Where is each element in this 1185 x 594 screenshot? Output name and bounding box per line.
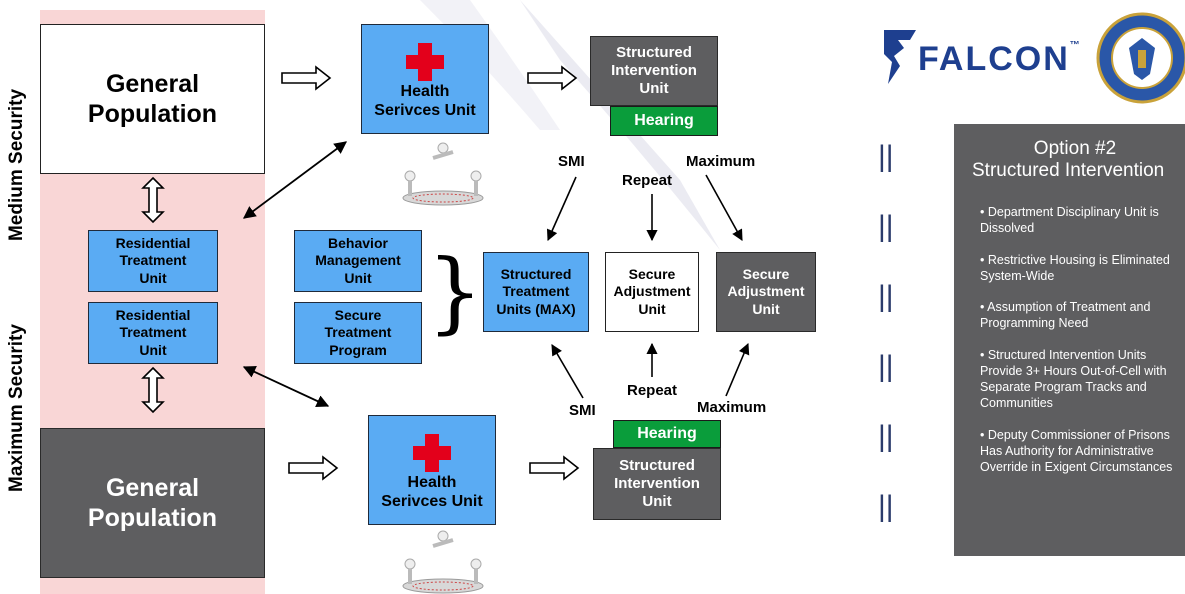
siu-bottom-line2: Intervention	[614, 474, 700, 492]
falcon-bird-icon	[884, 30, 916, 84]
separator-2: ||	[878, 210, 894, 243]
secure-adjustment-unit-dark: Secure Adjustment Unit	[716, 252, 816, 332]
separator-6: ||	[878, 490, 894, 523]
stu-line1: Structured	[500, 266, 572, 283]
health-services-unit-bottom: Health Serivces Unit	[368, 415, 496, 525]
smi-label-top: SMI	[558, 153, 585, 170]
hearing-badge-bottom: Hearing	[613, 420, 721, 448]
residential-treatment-unit-1: Residential Treatment Unit	[88, 230, 218, 292]
behavior-management-unit: Behavior Management Unit	[294, 230, 422, 292]
structured-treatment-units-max: Structured Treatment Units (MAX)	[483, 252, 589, 332]
separator-3: ||	[878, 280, 894, 313]
rtu2-line1: Residential	[115, 307, 191, 324]
hsu-top-line2: Serivces Unit	[374, 102, 476, 120]
siu-top-line1: Structured	[616, 43, 692, 61]
maximum-label-top: Maximum	[686, 153, 756, 170]
structured-intervention-unit-bottom: Structured Intervention Unit	[593, 448, 721, 520]
repeat-label-top: Repeat	[622, 172, 673, 189]
option-bullet: • Structured Intervention Units Provide …	[980, 347, 1167, 411]
bmu-line3: Unit	[344, 269, 372, 286]
rtu2-line2: Treatment	[119, 324, 187, 341]
massachusetts-doc-seal	[1096, 12, 1185, 104]
general-population-top: General Population	[40, 24, 265, 174]
rtu2-line3: Unit	[139, 341, 167, 358]
siu-top-line2: Intervention	[611, 61, 697, 79]
bmu-line1: Behavior	[328, 235, 388, 252]
stp-line3: Program	[329, 341, 387, 358]
stu-line3: Units (MAX)	[496, 300, 576, 317]
stp-line1: Secure	[334, 307, 382, 324]
gp-bottom-line1: General	[105, 473, 200, 502]
sau-white-line3: Unit	[638, 300, 666, 317]
rtu1-line2: Treatment	[119, 252, 187, 269]
grouping-brace: }	[427, 240, 483, 343]
hsu-bottom-line1: Health	[407, 473, 457, 491]
gp-top-line1: General	[105, 69, 200, 98]
health-services-unit-top: Health Serivces Unit	[361, 24, 489, 134]
option-bullet: • Department Disciplinary Unit is Dissol…	[980, 205, 1159, 236]
rtu1-line3: Unit	[139, 269, 167, 286]
siu-bottom-line1: Structured	[619, 456, 695, 474]
option-bullet: • Restrictive Housing is Eliminated Syst…	[980, 252, 1170, 283]
siu-bottom-line3: Unit	[642, 493, 672, 511]
secure-treatment-program: Secure Treatment Program	[294, 302, 422, 364]
repeat-label-bottom: Repeat	[627, 382, 678, 399]
option-bullet: • Deputy Commissioner of Prisons Has Aut…	[980, 427, 1173, 475]
structured-intervention-unit-top: Structured Intervention Unit	[590, 36, 718, 106]
general-population-bottom: General Population	[40, 428, 265, 578]
sau-dark-line1: Secure	[742, 266, 790, 283]
separator-4: ||	[878, 350, 894, 383]
sau-white-line1: Secure	[628, 266, 676, 283]
hsu-top-line1: Health	[400, 82, 450, 100]
gp-bottom-line2: Population	[87, 504, 218, 532]
gp-top-line2: Population	[87, 100, 218, 128]
sau-dark-line3: Unit	[752, 300, 780, 317]
red-cross-icon	[406, 43, 444, 81]
falcon-logo-text: FALCON™	[918, 40, 1082, 79]
falcon-tm: ™	[1069, 40, 1082, 51]
sau-dark-line2: Adjustment	[727, 283, 805, 300]
option-bullets: • Department Disciplinary Unit is Dissol…	[980, 204, 1185, 475]
rtu1-line1: Residential	[115, 235, 191, 252]
maximum-label-bottom: Maximum	[697, 399, 767, 416]
option-subtitle: Structured Intervention	[972, 160, 1165, 181]
hsu-bottom-line2: Serivces Unit	[381, 493, 483, 511]
option-title: Option #2	[1033, 138, 1117, 159]
hearing-badge-top: Hearing	[610, 106, 718, 136]
separator-1: ||	[878, 140, 894, 173]
falcon-brand: FALCON	[918, 40, 1070, 78]
stu-line2: Treatment	[502, 283, 570, 300]
bmu-line2: Management	[315, 252, 401, 269]
option-bullet: • Assumption of Treatment and Programmin…	[980, 300, 1151, 331]
stp-line2: Treatment	[324, 324, 392, 341]
red-cross-icon	[413, 434, 451, 472]
option-panel: Option #2 Structured Intervention • Depa…	[954, 124, 1185, 556]
hollow-arrow-icons	[141, 65, 580, 481]
separator-5: ||	[878, 420, 894, 453]
trampoline-figures-icon	[402, 530, 484, 594]
secure-adjustment-unit-white: Secure Adjustment Unit	[605, 252, 699, 332]
sau-white-line2: Adjustment	[613, 283, 691, 300]
smi-label-bottom: SMI	[569, 402, 596, 419]
siu-top-line3: Unit	[639, 80, 669, 98]
residential-treatment-unit-2: Residential Treatment Unit	[88, 302, 218, 364]
trampoline-figures-icon	[402, 142, 484, 206]
